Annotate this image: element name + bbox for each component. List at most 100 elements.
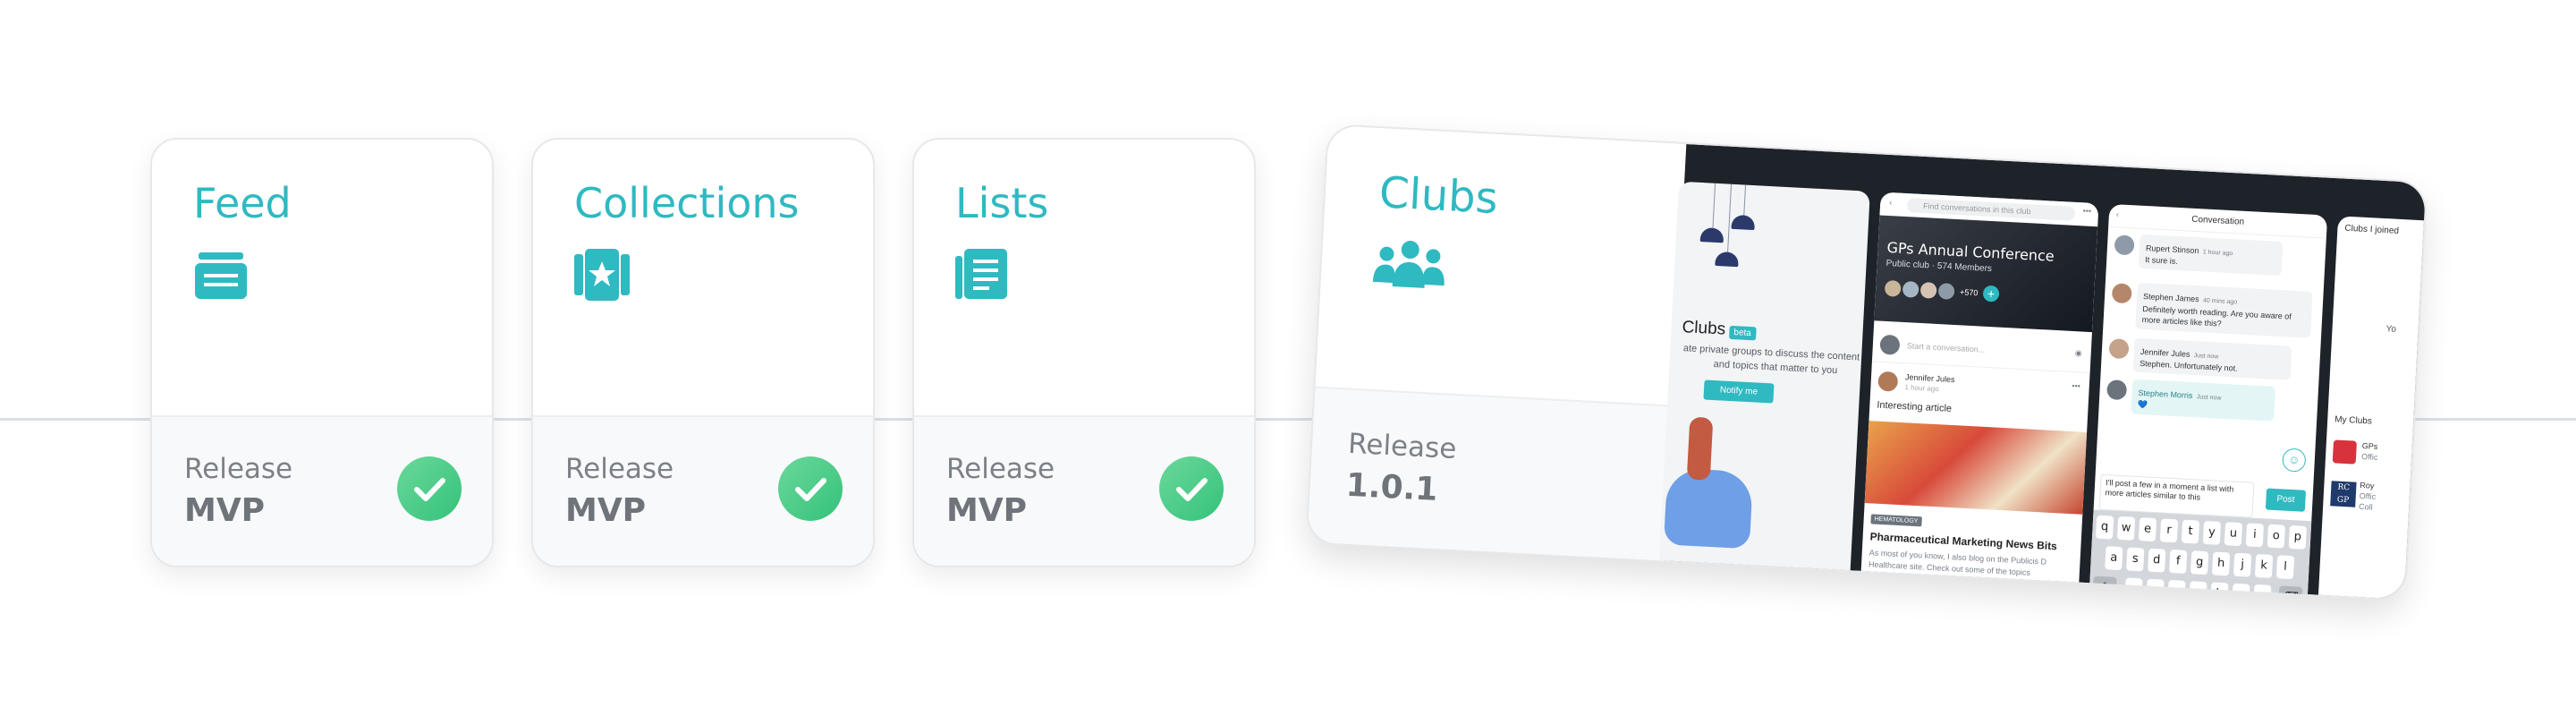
keyboard-key[interactable]: i	[2245, 523, 2265, 548]
keyboard-key[interactable]: x	[2146, 578, 2165, 601]
keyboard-key[interactable]: d	[2148, 548, 2166, 573]
club-banner: GPs Annual Conference Public club · 574 …	[1874, 215, 2098, 333]
backspace-key[interactable]: ⌫	[2278, 585, 2303, 601]
release-card-feed[interactable]: Feed Release MVP	[150, 138, 494, 567]
member-avatar	[1884, 279, 1902, 297]
keyboard-key[interactable]: o	[2267, 524, 2285, 549]
keyboard-key[interactable]: w	[2116, 516, 2136, 541]
club-item-name[interactable]: Roy	[2360, 480, 2375, 490]
keyboard-key[interactable]: q	[2095, 515, 2114, 540]
card-footer: Release MVP	[914, 415, 1254, 566]
message-bubble: Stephen Morris Just now 💙	[2131, 379, 2276, 422]
user-avatar	[1879, 334, 1901, 355]
conversation-header: Conversation	[2190, 214, 2245, 227]
release-label: Release	[565, 453, 674, 485]
keyboard-key[interactable]: c	[2167, 579, 2186, 601]
lamp-illustration	[1699, 227, 1724, 243]
release-card-lists[interactable]: Lists Release MVP	[912, 138, 1256, 567]
message-bubble: Stephen James 40 mins ago Definitely wor…	[2135, 282, 2313, 338]
card-title: Collections	[574, 179, 800, 227]
keyboard-key[interactable]: p	[2288, 524, 2307, 550]
release-label: Release	[184, 453, 293, 485]
list-doc-icon	[955, 249, 1007, 299]
keyboard-key[interactable]: y	[2202, 520, 2222, 545]
release-version: MVP	[565, 492, 647, 529]
add-member-icon[interactable]: +	[1982, 285, 2000, 303]
check-icon	[1159, 456, 1224, 521]
shift-key[interactable]: ⇧	[2092, 575, 2117, 601]
keyboard-key[interactable]: e	[2138, 517, 2157, 542]
club-item-sub: Offic	[2359, 490, 2377, 501]
keyboard-key[interactable]: j	[2233, 552, 2252, 577]
intro-heading: Clubs	[1682, 318, 1726, 339]
card-info-panel: Clubs Release 1.0.1	[1307, 125, 1687, 561]
keyboard-key[interactable]: k	[2254, 553, 2274, 578]
post-button[interactable]: Post	[2265, 488, 2307, 512]
keyboard-key[interactable]: u	[2224, 522, 2243, 547]
card-header: Feed	[152, 140, 492, 417]
conversation-screen: ‹ Conversation Rupert Stinson 1 hour ago…	[2088, 203, 2328, 601]
release-card-collections[interactable]: Collections Release MVP	[531, 138, 875, 567]
keyboard-key[interactable]: z	[2124, 577, 2143, 601]
card-title: Clubs	[1377, 167, 1500, 225]
lamp-illustration	[1715, 251, 1740, 268]
check-icon	[778, 456, 843, 521]
timeline-line	[0, 418, 2576, 421]
club-logo	[2332, 439, 2358, 465]
compose-bar[interactable]: Start a conversation... ◉	[1871, 326, 2092, 374]
message-avatar	[2108, 338, 2130, 360]
stack-icon	[195, 252, 247, 299]
release-version: 1.0.1	[1344, 466, 1439, 508]
people-group-icon	[1372, 241, 1445, 288]
keyboard-key[interactable]: n	[2232, 583, 2250, 601]
camera-icon[interactable]: ◉	[2074, 348, 2082, 358]
card-footer: Release MVP	[533, 415, 873, 566]
my-clubs-screen: Clubs I joined Yo My Clubs GPs Offic RC …	[2317, 216, 2428, 601]
onscreen-keyboard: q w e r t y u i o p a s d f g h j k l ⇧	[2088, 509, 2312, 601]
chair-illustration	[1663, 467, 1754, 550]
release-card-clubs[interactable]: Clubs Release 1.0.1 Clubs beta	[1305, 124, 2428, 601]
keyboard-key[interactable]: s	[2126, 547, 2145, 572]
club-detail-screen: Find conversations in this club ‹ ••• GP…	[1859, 192, 2099, 601]
keyboard-key[interactable]: t	[2181, 519, 2200, 544]
message-avatar	[2114, 234, 2135, 256]
my-clubs-header: Clubs I joined	[2344, 223, 2400, 236]
rcgp-logo: RC GP	[2330, 481, 2357, 507]
card-title: Feed	[193, 179, 292, 227]
star-book-icon	[574, 249, 630, 301]
club-item-name[interactable]: GPs	[2361, 441, 2378, 451]
app-screenshots: Clubs beta ate private groups to discuss…	[1657, 144, 2428, 601]
card-header: Collections	[533, 140, 873, 417]
lamp-illustration	[1731, 214, 1756, 231]
keyboard-key[interactable]: m	[2253, 584, 2272, 601]
member-avatar	[1919, 281, 1937, 299]
keyboard-key[interactable]: v	[2189, 581, 2207, 601]
message-bubble: Jennifer Jules Just now Stephen. Unfortu…	[2132, 337, 2292, 380]
compose-input[interactable]: Start a conversation...	[1906, 341, 1986, 354]
card-header: Lists	[914, 140, 1254, 417]
notify-me-button[interactable]: Notify me	[1703, 379, 1775, 404]
card-title: Lists	[955, 179, 1049, 227]
screen-fragment: Yo	[2385, 324, 2397, 335]
emoji-icon[interactable]: ☺	[2282, 448, 2307, 473]
release-version: MVP	[946, 492, 1028, 529]
article-tag: HEMATOLOGY	[1870, 514, 1922, 527]
keyboard-key[interactable]: b	[2210, 582, 2229, 601]
keyboard-key[interactable]: f	[2169, 549, 2188, 574]
more-icon[interactable]: •••	[2082, 206, 2092, 216]
author-avatar	[1877, 371, 1899, 392]
member-avatar	[1937, 283, 1955, 300]
keyboard-key[interactable]: g	[2190, 550, 2209, 575]
post-more-icon[interactable]: •••	[2072, 380, 2081, 391]
member-avatar	[1902, 280, 1919, 298]
release-label: Release	[946, 453, 1055, 485]
keyboard-key[interactable]: a	[2105, 546, 2123, 571]
club-item-sub: Coll	[2358, 501, 2373, 512]
back-icon[interactable]: ‹	[1888, 198, 1893, 208]
keyboard-key[interactable]: r	[2159, 518, 2179, 543]
club-meta: Public club · 574 Members	[1885, 258, 1993, 275]
message-avatar	[2111, 283, 2132, 304]
keyboard-key[interactable]: h	[2211, 551, 2231, 576]
keyboard-key[interactable]: l	[2275, 555, 2295, 580]
beta-badge: beta	[1729, 325, 1757, 341]
